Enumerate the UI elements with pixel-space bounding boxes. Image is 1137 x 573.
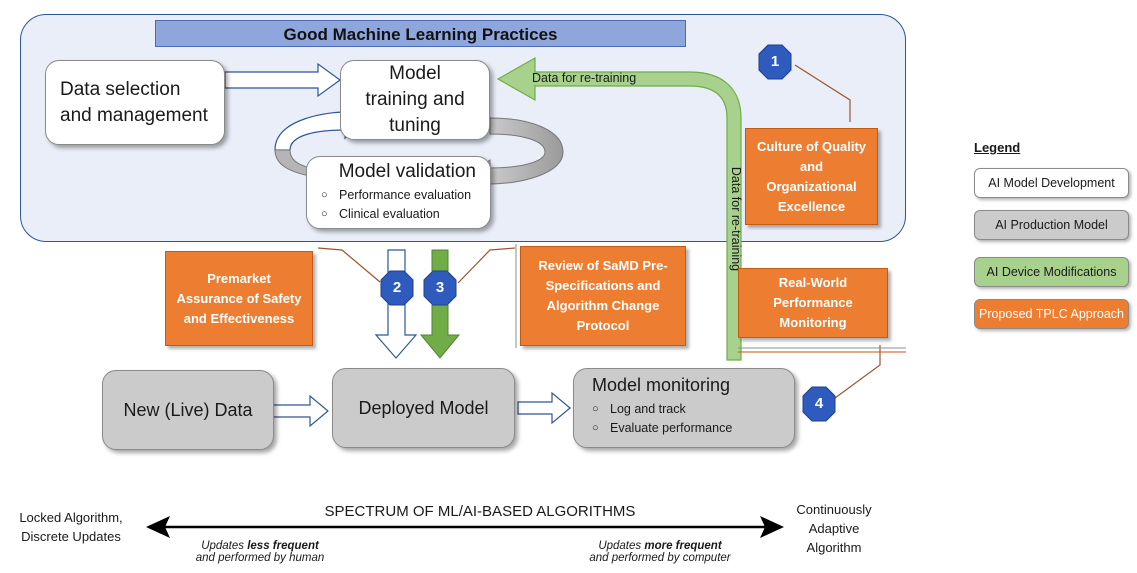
- review-box: Review of SaMD Pre-Specifications and Al…: [520, 246, 686, 346]
- validation-item: Performance evaluation: [321, 186, 480, 205]
- spectrum-title: SPECTRUM OF ML/AI-BASED ALGORITHMS: [324, 503, 636, 520]
- culture-label: Culture of Quality and Organizational Ex…: [756, 138, 867, 214]
- right-note-prefix: Updates: [598, 540, 645, 552]
- spectrum-arrow-right-head: [760, 516, 784, 538]
- marker-1: 1: [758, 44, 792, 80]
- right-note-emph: more frequent: [644, 540, 722, 552]
- marker-3: 3: [423, 270, 457, 306]
- spectrum-arrow-left-head: [146, 516, 170, 538]
- real-world-label: Real-World Performance Monitoring: [773, 275, 853, 330]
- review-label: Review of SaMD Pre-Specifications and Al…: [538, 258, 668, 333]
- marker-3-label: 3: [435, 279, 445, 296]
- spectrum-right-note: Updates more frequent and performed by c…: [560, 540, 760, 564]
- model-validation-title: Model validation: [338, 161, 476, 182]
- spectrum-left-note: Updates less frequent and performed by h…: [160, 540, 360, 564]
- marker-1-label: 1: [770, 53, 780, 70]
- spectrum-right-label: Continuously Adaptive Algorithm: [796, 502, 872, 555]
- legend-item-tplc: Proposed TPLC Approach: [974, 299, 1129, 329]
- data-selection-label: Data selection and management: [60, 78, 208, 126]
- left-note-line1: Updates less frequent: [160, 540, 360, 552]
- hexagon-icon: [758, 44, 792, 80]
- marker-2: 2: [380, 270, 414, 306]
- connector-4: [834, 345, 881, 399]
- hexagon-icon: [423, 270, 457, 306]
- hexagon-icon: [802, 386, 836, 422]
- model-monitoring-title: Model monitoring: [592, 375, 731, 395]
- validation-list: Performance evaluation Clinical evaluati…: [321, 186, 480, 224]
- deployed-model-box: Deployed Model: [332, 368, 515, 448]
- connector-2-left: [317, 247, 381, 283]
- data-selection-box: Data selection and management: [45, 60, 225, 145]
- retraining-label-horizontal: Data for re-training: [532, 71, 637, 85]
- legend-item-development: AI Model Development: [974, 168, 1129, 198]
- marker-4: 4: [802, 386, 836, 422]
- marker-2-label: 2: [392, 279, 402, 296]
- legend-item-production: AI Production Model: [974, 210, 1129, 240]
- arrow-deployed-to-monitoring: [517, 391, 571, 425]
- connector-3-right: [457, 247, 516, 284]
- arrow-selection-to-training: [224, 62, 342, 98]
- model-validation-box: Model validation Performance evaluation …: [306, 156, 491, 229]
- monitoring-item: Evaluate performance: [592, 419, 784, 438]
- gmlp-banner: Good Machine Learning Practices: [155, 20, 686, 47]
- premarket-box: Premarket Assurance of Safety and Effect…: [165, 251, 313, 346]
- validation-ring-left: [274, 149, 311, 177]
- model-training-box: Model training and tuning: [340, 60, 490, 140]
- left-note-prefix: Updates: [201, 540, 248, 552]
- monitoring-list: Log and track Evaluate performance: [592, 400, 784, 438]
- marker-4-label: 4: [814, 395, 824, 412]
- model-training-label: Model training and tuning: [365, 63, 465, 136]
- real-world-box: Real-World Performance Monitoring: [738, 268, 888, 338]
- premarket-label: Premarket Assurance of Safety and Effect…: [176, 270, 302, 326]
- legend-item-modifications: AI Device Modifications: [974, 257, 1129, 287]
- left-note-emph: less frequent: [247, 540, 319, 552]
- connector-1: [794, 64, 851, 122]
- left-note-line2: and performed by human: [195, 552, 325, 564]
- legend-title: Legend: [974, 140, 1021, 155]
- new-live-data-box: New (Live) Data: [102, 370, 274, 450]
- retraining-arrow: [496, 56, 742, 361]
- arrow-live-to-deployed: [271, 394, 329, 428]
- new-live-data-label: New (Live) Data: [123, 399, 253, 420]
- hexagon-icon: [380, 270, 414, 306]
- retraining-label-vertical: Data for re-training: [729, 166, 743, 272]
- monitoring-item: Log and track: [592, 400, 784, 419]
- culture-box: Culture of Quality and Organizational Ex…: [745, 128, 878, 225]
- deployed-model-label: Deployed Model: [358, 397, 489, 418]
- spectrum-left-label: Locked Algorithm, Discrete Updates: [19, 510, 123, 544]
- right-note-line2: and performed by computer: [589, 552, 731, 564]
- model-monitoring-box: Model monitoring Log and track Evaluate …: [573, 368, 795, 448]
- validation-item: Clinical evaluation: [321, 205, 480, 224]
- right-note-line1: Updates more frequent: [560, 540, 760, 552]
